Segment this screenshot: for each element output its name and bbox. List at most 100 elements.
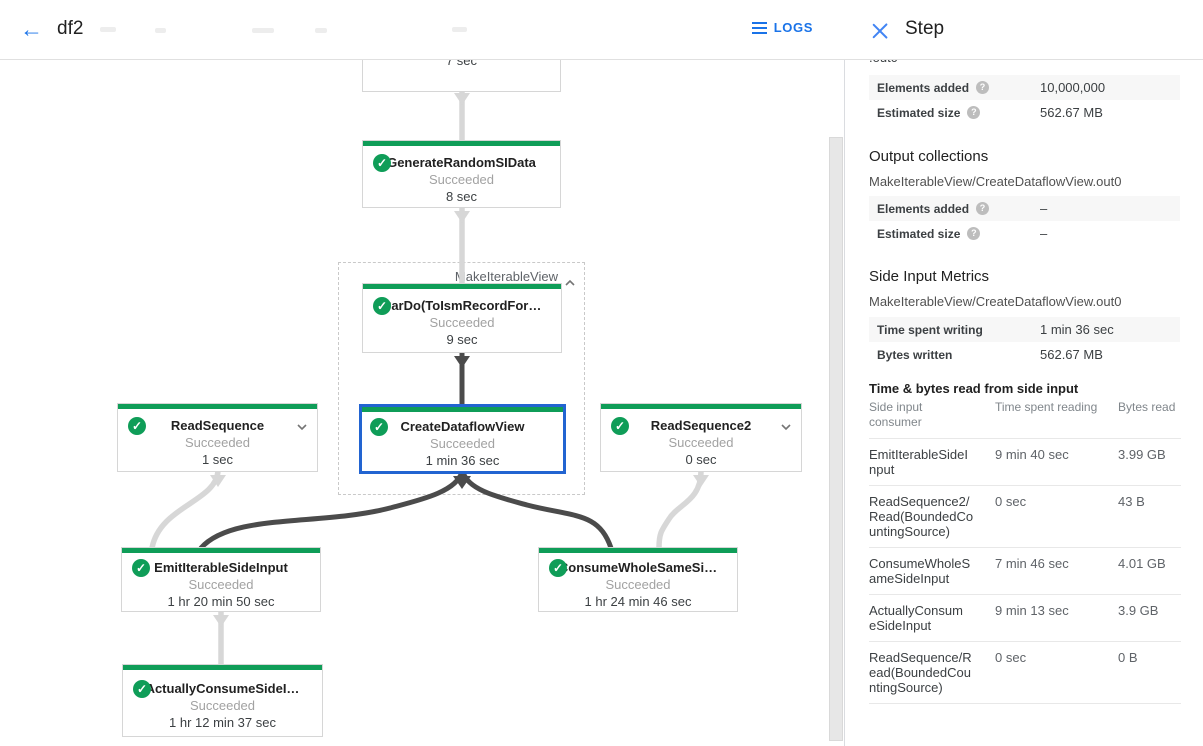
consumer-cell: ReadSequence/R ead(BoundedCou ntingSourc… [869,650,972,695]
node-consume-whole-same-side-input[interactable]: ✓ ConsumeWholeSameSi… Succeeded 1 hr 24 … [538,547,738,612]
pipeline-graph: MakeIterableView [117,22,802,737]
node-status-bar [363,284,561,289]
table-header-row: Side input consumer Time spent reading B… [869,398,1181,438]
node-status: Succeeded [605,577,671,592]
node-name: ParDo(ToIsmRecordFor… [382,298,542,313]
metric-label: Estimated size [877,105,961,120]
node-status-bar [118,404,317,409]
success-check-icon: ✓ [549,559,567,577]
node-status: Succeeded [189,698,256,713]
metric-value: 562.67 MB [1040,347,1103,362]
node-name: ReadSequence2 [650,418,752,433]
node-status-bar [601,404,801,409]
output-metric-rows: Elements added ? – Estimated size ? – [869,196,1180,246]
node-status-bar [122,548,320,553]
success-check-icon: ✓ [128,417,146,435]
metric-row: Elements added ? 10,000,000 [869,75,1180,100]
metric-label: Elements added [877,80,970,95]
metric-row: Elements added ? – [869,196,1180,221]
table-row: ReadSequence/R ead(BoundedCou ntingSourc… [869,641,1181,704]
chevron-down-icon[interactable] [296,418,308,436]
node-status-bar [363,141,560,146]
node-time: 0 sec [685,452,717,467]
success-check-icon: ✓ [370,418,388,436]
time-cell: 0 sec [995,494,1027,509]
job-title: df2 [57,18,84,39]
node-name: GenerateRandomSIData [387,155,536,170]
metric-row: Time spent writing 1 min 36 sec [869,317,1180,342]
node-name: ActuallyConsumeSideI… [145,681,300,696]
node-create-dataflow-view-selected[interactable]: ✓ CreateDataflowView Succeeded 1 min 36 … [359,404,566,474]
table-row: ReadSequence2/ Read(BoundedCo untingSour… [869,485,1181,547]
success-check-icon: ✓ [373,297,391,315]
chevron-down-icon[interactable] [780,418,792,436]
metric-value: 10,000,000 [1040,80,1106,95]
metric-row: Estimated size ? – [869,221,1180,246]
input-metric-rows: Elements added ? 10,000,000 Estimated si… [869,75,1180,125]
metric-value: 562.67 MB [1040,105,1103,120]
node-actually-consume-side-input[interactable]: ✓ ActuallyConsumeSideI… Succeeded 1 hr 1… [122,664,323,737]
success-check-icon: ✓ [133,680,151,698]
consumer-cell: ConsumeWholeS ameSideInput [869,556,971,586]
node-time: 9 sec [446,332,478,347]
time-cell: 7 min 46 sec [995,556,1069,571]
faded-text [452,27,467,32]
step-panel-header: Step [845,0,1203,60]
step-details-panel: .out0 Elements added ? 10,000,000 Estima… [845,0,1203,746]
node-name: ConsumeWholeSameSi… [558,560,718,575]
node-time: 1 hr 12 min 37 sec [169,715,276,730]
node-emit-iterable-side-input[interactable]: ✓ EmitIterableSideInput Succeeded 1 hr 2… [121,547,321,612]
node-read-sequence2[interactable]: ✓ ReadSequence2 Succeeded 0 sec [600,403,802,472]
node-name: ReadSequence [170,418,265,433]
time-cell: 0 sec [995,650,1027,665]
success-check-icon: ✓ [132,559,150,577]
node-time: 1 hr 20 min 50 sec [167,594,275,609]
metric-value: – [1040,201,1048,216]
side-input-table: Side input consumer Time spent reading B… [869,398,1181,704]
node-read-sequence[interactable]: ✓ ReadSequence Succeeded 1 sec [117,403,318,472]
back-arrow-icon[interactable]: ← [20,16,43,42]
step-panel-body: .out0 Elements added ? 10,000,000 Estima… [845,0,1203,746]
node-status-bar [123,665,322,670]
metric-label: Bytes written [877,347,953,362]
node-status-bar [362,407,563,412]
metric-row: Estimated size ? 562.67 MB [869,100,1180,125]
app-bar: ← df2 LOGS [0,0,845,60]
success-check-icon: ✓ [611,417,629,435]
vertical-scrollbar-thumb[interactable] [829,137,843,741]
graph-edges [149,87,709,669]
node-generate-random-si-data[interactable]: ✓ GenerateRandomSIData Succeeded 8 sec [362,140,561,208]
table-row: ConsumeWholeS ameSideInput 7 min 46 sec … [869,547,1181,594]
faded-text [315,28,327,33]
close-icon[interactable] [872,22,889,39]
consumer-cell: EmitIterableSideI nput [869,447,968,477]
help-icon[interactable]: ? [976,81,990,94]
side-metric-rows: Time spent writing 1 min 36 sec Bytes wr… [869,317,1180,367]
bytes-cell: 4.01 GB [1118,556,1166,571]
metric-label: Elements added [877,201,970,216]
column-header: Side input consumer [869,400,923,429]
bytes-cell: 43 B [1118,494,1145,509]
node-status: Succeeded [429,436,496,451]
node-time: 1 min 36 sec [425,453,500,468]
node-time: 1 hr 24 min 46 sec [584,594,692,609]
node-time: 8 sec [445,189,478,204]
group-label: MakeIterableView [454,269,558,284]
help-icon[interactable]: ? [967,106,981,119]
node-status: Succeeded [428,172,495,187]
time-cell: 9 min 40 sec [995,447,1069,462]
node-pardo-toismrecord[interactable]: ✓ ParDo(ToIsmRecordFor… Succeeded 9 sec [362,283,562,353]
success-check-icon: ✓ [373,154,391,172]
faded-text [252,28,274,33]
logs-button[interactable]: LOGS [751,20,813,35]
consumer-cell: ActuallyConsum eSideInput [869,603,963,633]
faded-text [100,27,116,32]
help-icon[interactable]: ? [967,227,981,240]
help-icon[interactable]: ? [976,202,990,215]
logs-button-label: LOGS [773,20,813,35]
node-status-bar [539,548,737,553]
chevron-up-icon[interactable] [564,274,576,292]
metric-label: Estimated size [877,226,961,241]
metric-label: Time spent writing [877,322,983,337]
side-input-metrics-heading: Side Input Metrics [869,268,990,285]
